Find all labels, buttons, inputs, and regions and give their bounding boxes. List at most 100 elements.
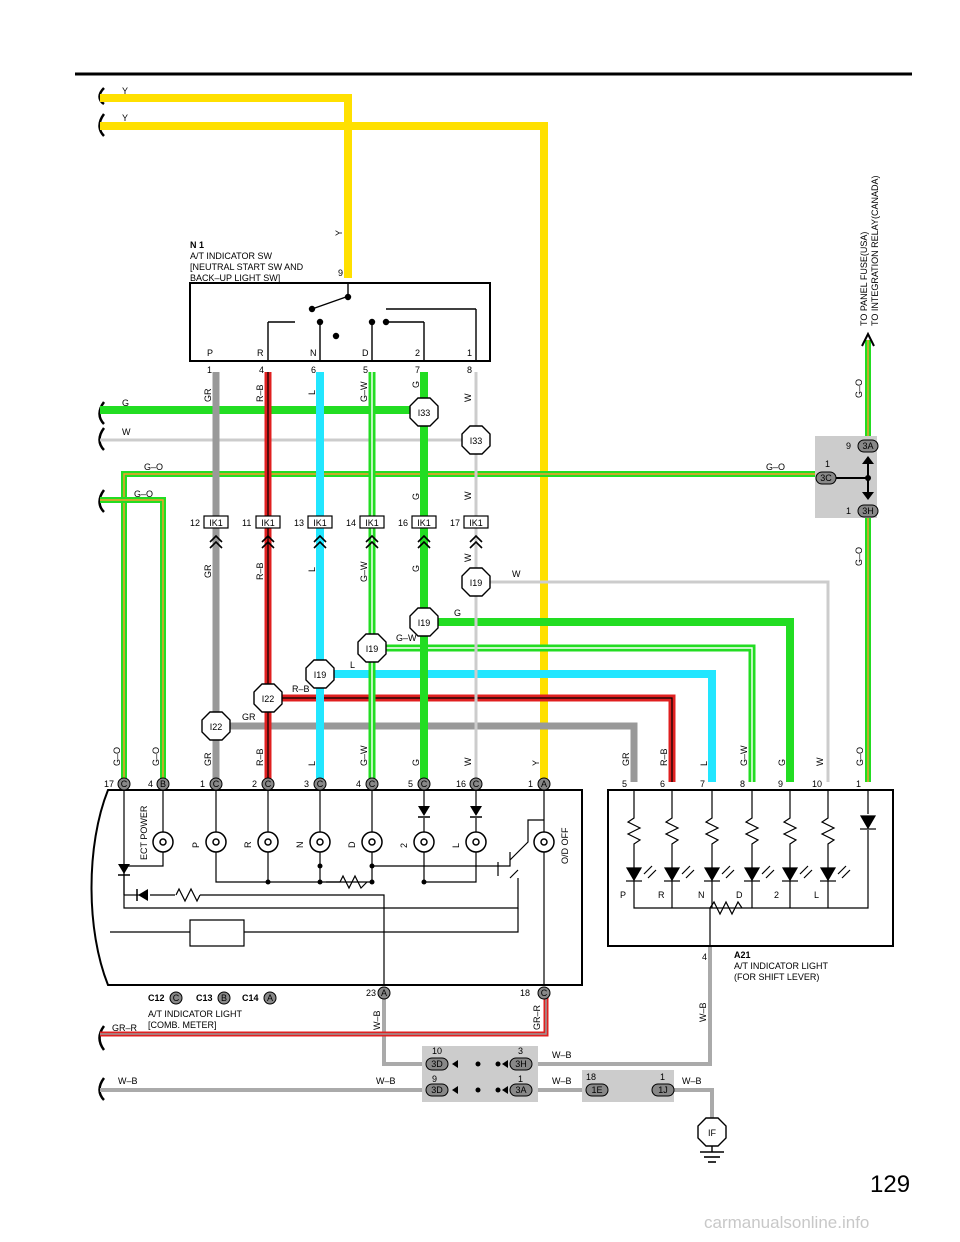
- n1-pin-top: 9: [338, 268, 343, 278]
- svg-text:3D: 3D: [431, 1059, 443, 1069]
- svg-text:17: 17: [450, 518, 460, 528]
- svg-text:C: C: [173, 993, 180, 1003]
- meter-wire-codes: G–O G–O GR R–B L G–W G W Y: [112, 745, 541, 766]
- svg-text:11: 11: [242, 518, 251, 528]
- svg-text:C: C: [421, 779, 428, 789]
- junction-i19-gw: I19: [357, 633, 387, 663]
- svg-text:G–W: G–W: [739, 745, 749, 766]
- pos-p: P: [207, 348, 213, 358]
- branch-gw-label: G–W: [396, 633, 417, 643]
- svg-text:1J: 1J: [658, 1085, 668, 1095]
- page-number: 129: [870, 1171, 910, 1198]
- svg-text:3H: 3H: [862, 506, 874, 516]
- svg-text:A/T INDICATOR LIGHT: A/T INDICATOR LIGHT: [148, 1009, 243, 1019]
- svg-text:G–W: G–W: [359, 381, 369, 402]
- wire-l-branch: [320, 670, 716, 782]
- svg-text:16: 16: [456, 779, 466, 789]
- svg-text:GR: GR: [203, 388, 213, 402]
- branch-l-label: L: [350, 660, 355, 670]
- svg-text:G: G: [411, 759, 421, 766]
- yellow-wires: [100, 94, 548, 782]
- svg-text:6: 6: [660, 779, 665, 789]
- svg-text:G: G: [777, 759, 787, 766]
- svg-text:3C: 3C: [820, 473, 832, 483]
- right-feed-line2: TO INTEGRATION RELAY(CANADA): [870, 175, 880, 326]
- svg-text:I19: I19: [470, 578, 483, 588]
- svg-text:4: 4: [148, 779, 153, 789]
- pos-n: N: [310, 348, 317, 358]
- svg-text:B: B: [221, 993, 227, 1003]
- svg-text:10: 10: [432, 1046, 442, 1056]
- indicator-switch-box: [189, 282, 491, 362]
- watermark: carmanualsonline.info: [704, 1213, 869, 1232]
- wire-codes-mid: GR R–B L G–W G W: [203, 553, 473, 582]
- svg-text:9: 9: [846, 441, 851, 451]
- right-feed-line1: TO PANEL FUSE(USA): [859, 232, 869, 326]
- left-go2: G–O: [134, 489, 153, 499]
- svg-text:A: A: [267, 993, 273, 1003]
- svg-text:R–B: R–B: [255, 562, 265, 580]
- svg-text:W–B: W–B: [698, 1002, 708, 1022]
- svg-text:I22: I22: [262, 694, 275, 704]
- n1-title3: BACK–UP LIGHT SW]: [190, 273, 280, 283]
- svg-text:W: W: [463, 553, 473, 562]
- junction-i22-gr: I22: [201, 711, 231, 741]
- svg-text:W–B: W–B: [552, 1050, 572, 1060]
- svg-text:3H: 3H: [515, 1059, 527, 1069]
- svg-text:3D: 3D: [431, 1085, 443, 1095]
- ik1-connectors: 12 IK1 11 IK1 13 IK1 14 IK1 16 IK1: [190, 515, 489, 549]
- svg-text:2: 2: [399, 843, 409, 848]
- svg-text:A/T INDICATOR LIGHT: A/T INDICATOR LIGHT: [734, 961, 829, 971]
- relay-connectors: 9 3A 1 3C 1 3H: [815, 439, 879, 518]
- y-vertical-label: Y: [334, 230, 344, 236]
- svg-text:N: N: [698, 890, 705, 900]
- svg-text:18: 18: [586, 1072, 596, 1082]
- pos-1: 1: [467, 348, 472, 358]
- svg-text:10: 10: [812, 779, 822, 789]
- svg-text:P: P: [191, 842, 201, 848]
- svg-text:GR: GR: [203, 564, 213, 578]
- svg-text:1: 1: [825, 459, 830, 469]
- shift-internal-circuit: [626, 790, 869, 946]
- pos-d: D: [362, 348, 369, 358]
- shift-pin-numbers: 5 6 7 8 9 10 1: [622, 779, 861, 789]
- switch-position-labels: P R N D 2 1: [207, 348, 472, 358]
- svg-text:1E: 1E: [591, 1085, 602, 1095]
- wire-break-brackets: [98, 87, 106, 1101]
- go-mid-right: G–O: [766, 462, 785, 472]
- svg-text:7: 7: [700, 779, 705, 789]
- svg-text:G–O: G–O: [151, 747, 161, 766]
- svg-text:W: W: [815, 757, 825, 766]
- meter-junction-dots: [265, 863, 427, 885]
- wire-gw: [368, 372, 756, 782]
- svg-text:R: R: [243, 841, 253, 848]
- svg-text:A21: A21: [734, 950, 751, 960]
- left-y2: Y: [122, 113, 128, 123]
- svg-text:G: G: [411, 493, 421, 500]
- svg-text:IK1: IK1: [313, 518, 327, 528]
- svg-text:ECT POWER: ECT POWER: [139, 805, 149, 860]
- meter-internal-circuit: [110, 790, 545, 985]
- svg-text:5: 5: [408, 779, 413, 789]
- svg-text:17: 17: [104, 779, 114, 789]
- svg-text:L: L: [451, 843, 461, 848]
- pos-r: R: [257, 348, 264, 358]
- svg-text:23: 23: [366, 988, 376, 998]
- ground-symbol-icon: IF: [697, 1117, 727, 1163]
- svg-text:1: 1: [528, 779, 533, 789]
- svg-text:8: 8: [740, 779, 745, 789]
- n1-title2: [NEUTRAL START SW AND: [190, 262, 304, 272]
- svg-text:W: W: [463, 491, 473, 500]
- svg-text:W: W: [463, 393, 473, 402]
- svg-text:A: A: [381, 988, 387, 998]
- junction-i19-g: I19: [409, 607, 439, 637]
- left-w: W: [122, 427, 131, 437]
- svg-text:I33: I33: [470, 436, 483, 446]
- svg-text:GR: GR: [621, 752, 631, 766]
- svg-text:L: L: [307, 761, 317, 766]
- svg-text:R–B: R–B: [255, 384, 265, 402]
- svg-text:G–W: G–W: [359, 561, 369, 582]
- svg-text:W–B: W–B: [552, 1076, 572, 1086]
- svg-text:8: 8: [467, 365, 472, 375]
- svg-text:C: C: [317, 779, 324, 789]
